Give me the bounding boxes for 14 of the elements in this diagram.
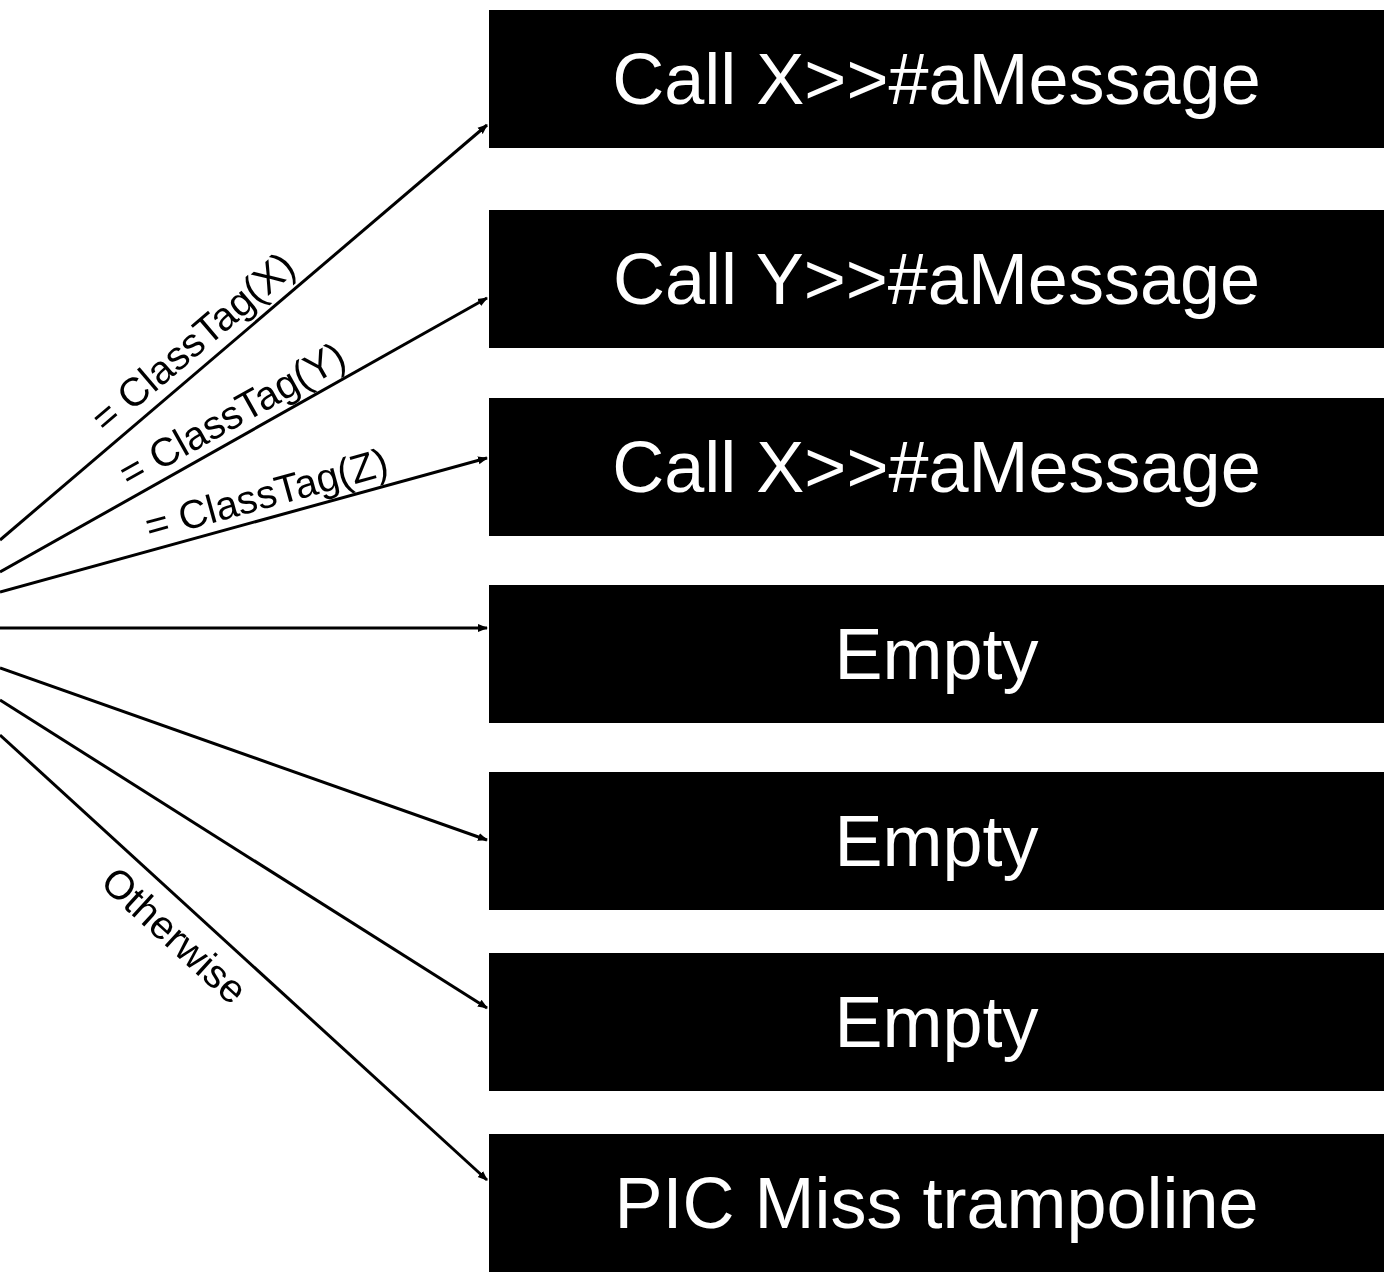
process-box bbox=[489, 585, 1384, 723]
arrow bbox=[0, 733, 488, 1182]
process-box bbox=[489, 398, 1384, 536]
arrow bbox=[0, 624, 488, 632]
arrow bbox=[0, 296, 488, 574]
process-box bbox=[489, 1134, 1384, 1272]
process-box bbox=[489, 210, 1384, 348]
arrow bbox=[0, 456, 488, 594]
arrow bbox=[0, 698, 488, 1010]
process-box bbox=[489, 772, 1384, 910]
process-box bbox=[489, 10, 1384, 148]
arrow bbox=[0, 123, 488, 542]
process-box bbox=[489, 953, 1384, 1091]
arrow bbox=[0, 666, 488, 842]
